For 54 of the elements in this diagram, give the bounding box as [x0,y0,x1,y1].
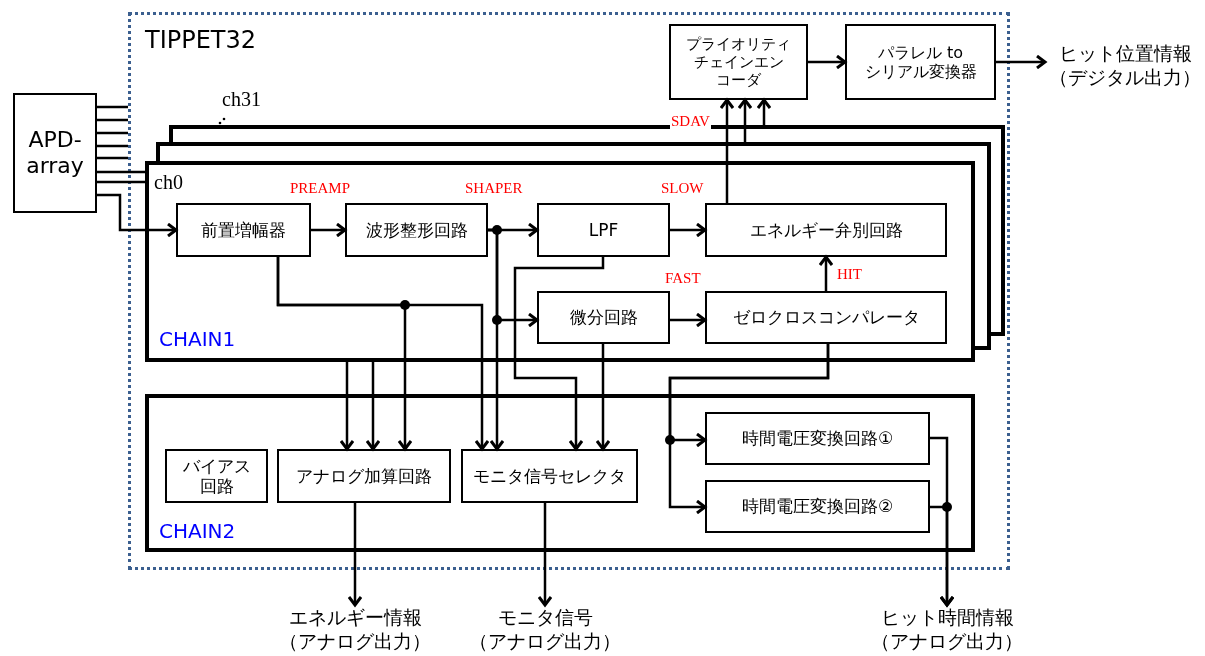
circuit-block: 時間電圧変換回路① [705,412,930,465]
arrow [97,193,178,238]
connector-line [97,170,145,174]
connector-line [97,118,128,122]
arrow [365,362,381,451]
circuit-block: APD- array [13,93,97,213]
arrow [513,257,605,451]
circuit-block: エネルギー弁別回路 [705,203,947,257]
circuit-block: 時間電圧変換回路② [705,480,930,533]
arrow [339,362,355,451]
arrow [737,98,753,144]
connector-line [97,180,145,184]
arrow [996,54,1047,70]
connector-line [97,144,128,148]
connector-line [97,105,128,109]
circuit-block: バイアス回路 [165,449,268,503]
arrow [670,222,707,238]
chain-label: CHAIN1 [159,328,236,350]
connector-line [97,156,128,160]
arrow [808,54,847,70]
arrow [537,503,553,607]
circuit-block: 波形整形回路 [345,203,488,257]
circuit-block: パラレル to シリアル変換器 [845,24,996,100]
channel-panel [145,394,975,552]
chip-boundary [128,12,1010,570]
channel-panel [145,161,975,362]
arrow [347,503,363,607]
connector-line [97,131,128,135]
output-label: ヒット時間情報（アナログ出力） [867,605,1027,655]
arrow [311,222,347,238]
output-label: ヒット位置情報（デジタル出力） [1045,38,1205,94]
arrow [818,255,834,291]
circuit-block: モニタ信号セレクタ [461,449,638,503]
circuit-block: LPF [537,203,670,257]
circuit-block: 前置増幅器 [176,203,311,257]
circuit-block: アナログ加算回路 [277,449,451,503]
signal-label: SDAV [670,113,711,130]
circuit-block: プライオリティチェインエンコーダ [669,24,808,100]
arrow [719,98,735,203]
arrow [930,505,955,607]
channel-label: ch0 [154,171,183,193]
circuit-block: ゼロクロスコンパレータ [705,291,947,344]
output-label: モニタ信号（アナログ出力） [465,605,625,655]
arrow [668,344,830,515]
arrow [595,344,611,451]
channel-label: ch31 [222,88,261,110]
arrow [670,312,707,328]
arrow [488,228,505,451]
chip-name: TIPPET32 [145,27,257,54]
chain-label: CHAIN2 [159,520,236,542]
circuit-block: 微分回路 [537,291,670,344]
output-label: エネルギー情報（アナログ出力） [275,605,435,655]
arrow [756,98,772,127]
arrow [276,257,490,451]
